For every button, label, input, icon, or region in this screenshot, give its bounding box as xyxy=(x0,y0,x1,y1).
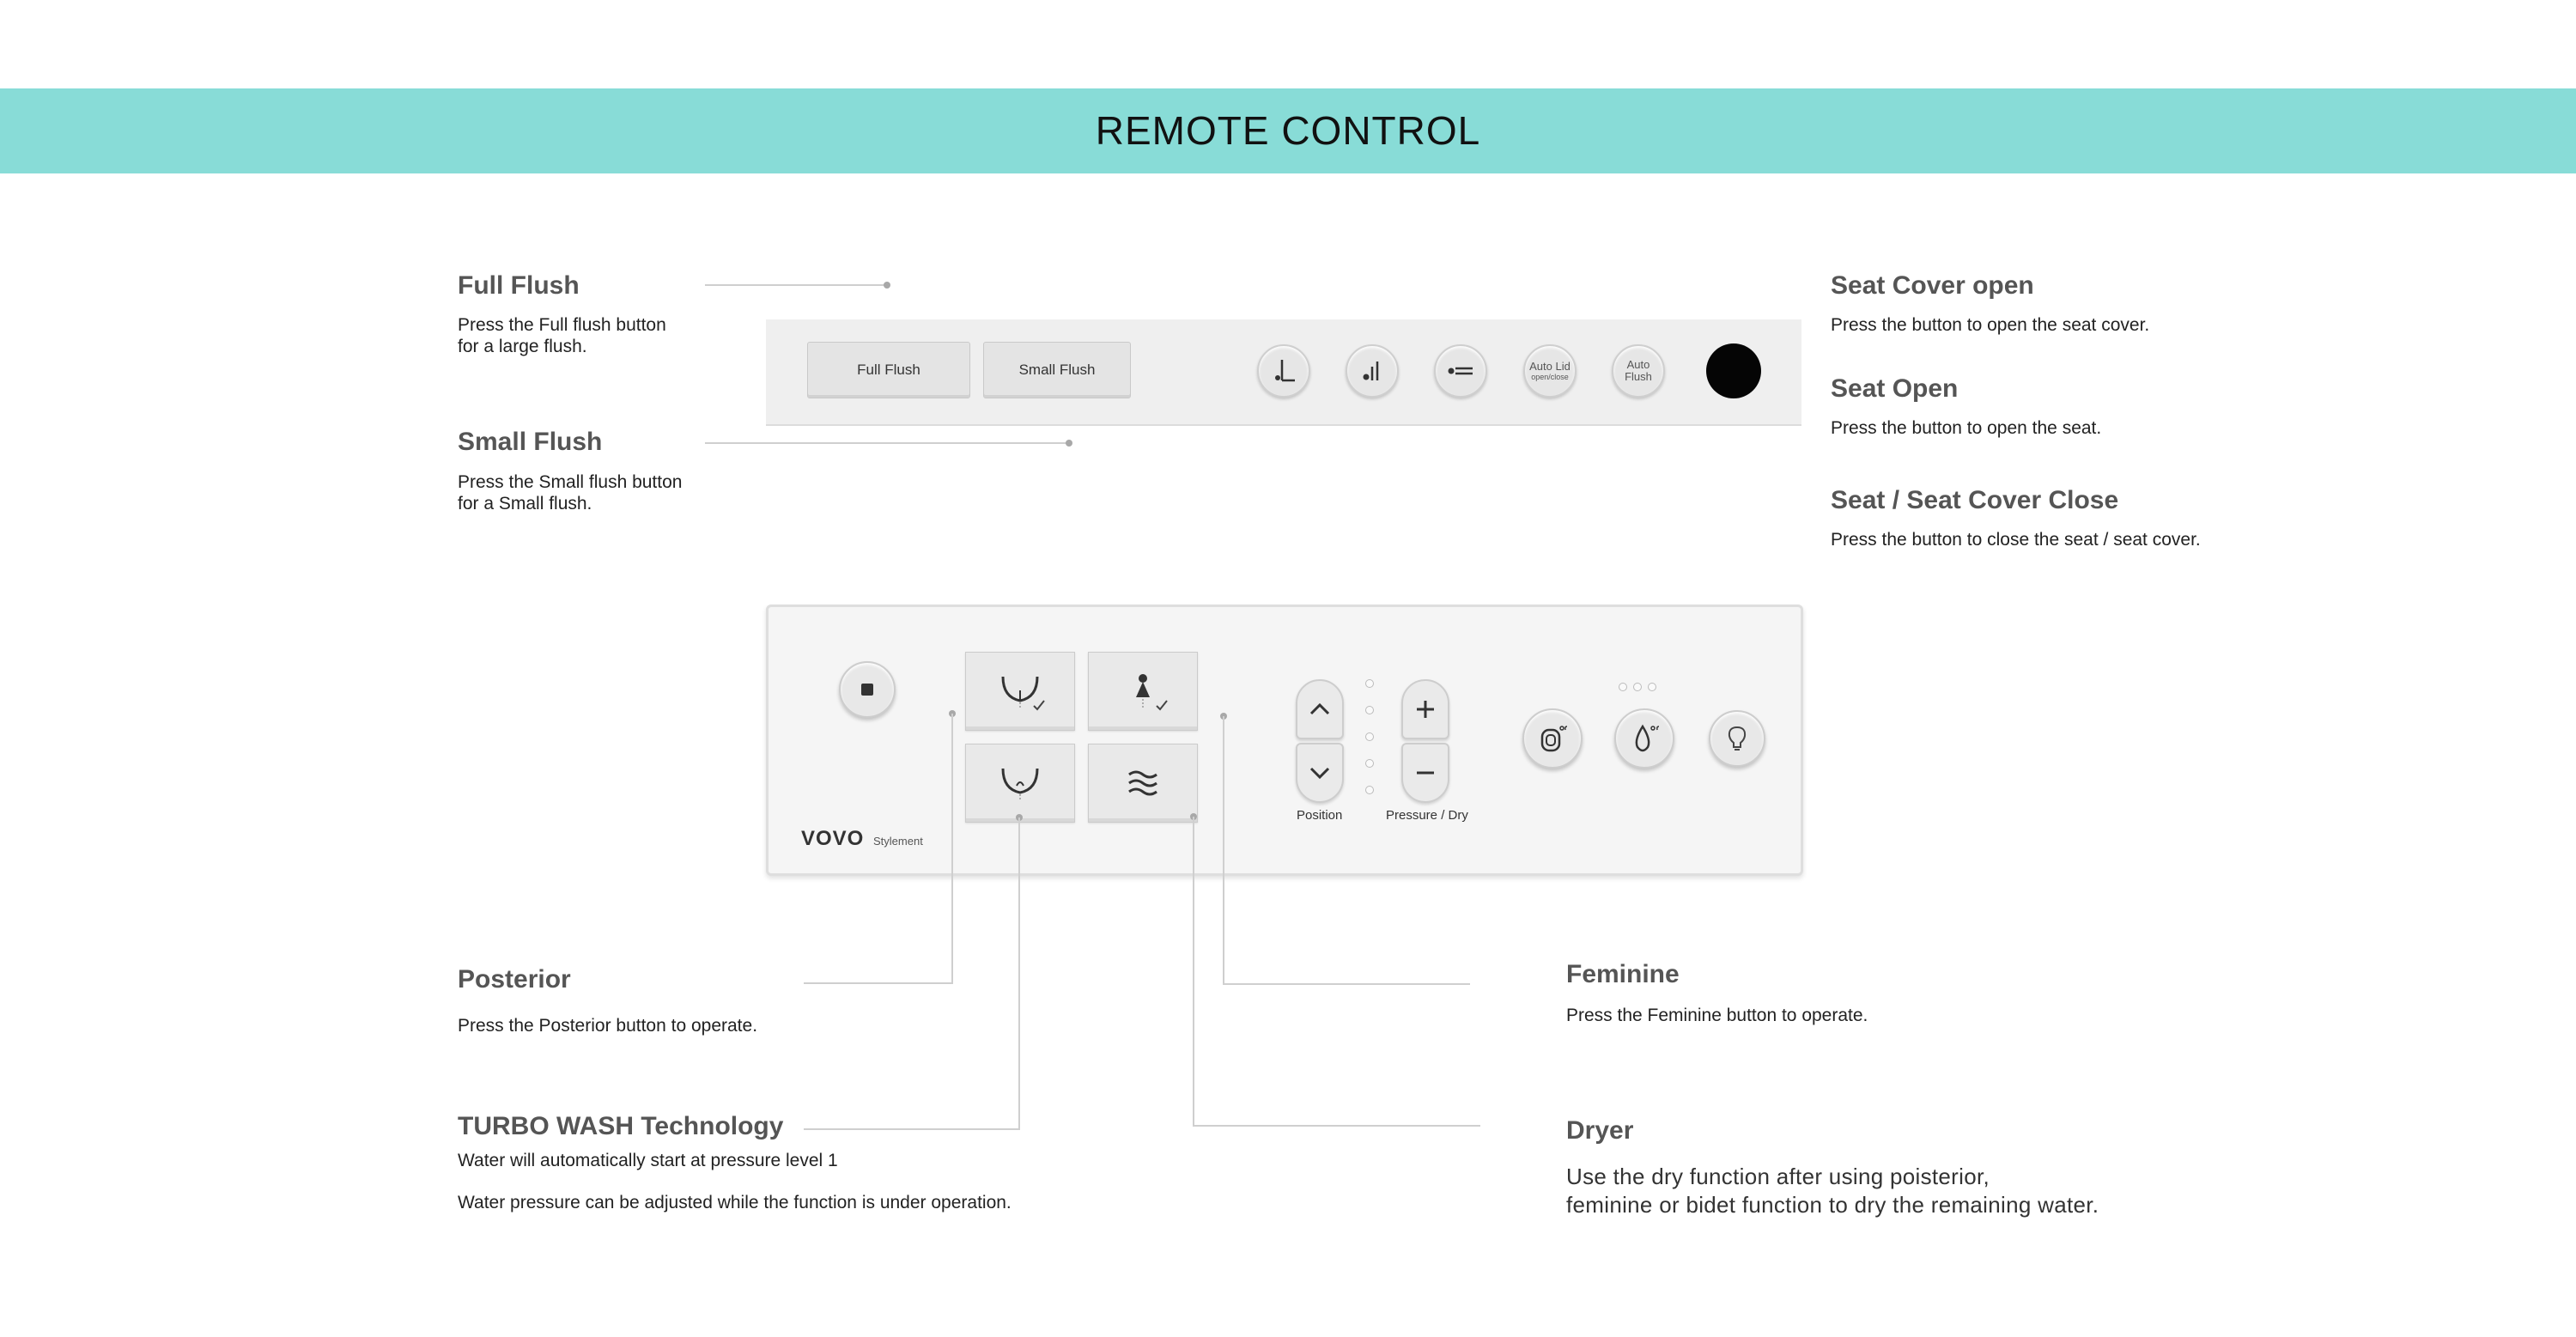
seat-cover-open-desc: Press the button to open the seat cover. xyxy=(1831,315,2150,335)
seat-close-desc: Press the button to close the seat / sea… xyxy=(1831,530,2201,550)
header-banner: REMOTE CONTROL xyxy=(0,88,2576,173)
pressure-up-button[interactable] xyxy=(1401,679,1449,739)
power-button[interactable] xyxy=(1706,343,1761,398)
chevron-up-icon xyxy=(1309,702,1330,715)
seat-close-heading: Seat / Seat Cover Close xyxy=(1831,486,2119,514)
small-flush-desc: Press the Small flush button for a Small… xyxy=(458,472,683,514)
feminine-button[interactable] xyxy=(1088,652,1198,731)
dryer-heading: Dryer xyxy=(1566,1116,1634,1145)
bidet-remote-panel: Position Pressure / Dry VOVO Stylement xyxy=(766,605,1803,876)
small-flush-leader-dot xyxy=(1066,440,1072,447)
turbo-leader-v xyxy=(1018,817,1020,1130)
pressure-down-button[interactable] xyxy=(1401,743,1449,803)
feminine-heading: Feminine xyxy=(1566,960,1680,988)
pressure-dry-label: Pressure / Dry xyxy=(1386,808,1468,823)
seat-temp-button[interactable] xyxy=(1522,708,1583,769)
posterior-desc: Press the Posterior button to operate. xyxy=(458,1016,758,1036)
posterior-leader-v xyxy=(951,714,953,984)
stop-button[interactable] xyxy=(839,661,896,718)
feminine-leader-h xyxy=(1223,983,1470,985)
full-flush-desc: Press the Full flush button for a large … xyxy=(458,315,666,356)
dryer-button[interactable] xyxy=(1088,744,1198,823)
dryer-icon xyxy=(1128,770,1157,796)
small-flush-heading: Small Flush xyxy=(458,428,603,456)
seat-cover-open-heading: Seat Cover open xyxy=(1831,271,2034,300)
plus-icon xyxy=(1417,701,1434,718)
turbo-leader-h xyxy=(804,1128,1020,1130)
water-temp-button[interactable] xyxy=(1614,708,1674,769)
level-led xyxy=(1365,786,1374,794)
dryer-desc: Use the dry function after using poister… xyxy=(1566,1164,2099,1218)
small-flush-button[interactable]: Small Flush xyxy=(983,342,1131,398)
auto-lid-button[interactable]: Auto Lid open/close xyxy=(1523,344,1577,398)
position-label: Position xyxy=(1297,808,1343,823)
auto-lid-label: Auto Lid xyxy=(1529,360,1571,373)
chevron-down-icon xyxy=(1309,767,1330,780)
auto-lid-text: Auto Lid open/close xyxy=(1529,360,1571,382)
seat-open-icon xyxy=(1363,362,1379,380)
posterior-heading: Posterior xyxy=(458,965,571,994)
feminine-icon xyxy=(1136,674,1168,711)
turbo-wash-icon xyxy=(1001,768,1039,801)
level-led xyxy=(1365,679,1374,688)
level-led xyxy=(1365,759,1374,768)
page-title: REMOTE CONTROL xyxy=(1095,108,1481,153)
position-up-button[interactable] xyxy=(1296,679,1344,739)
turbo-wash-desc-1: Water will automatically start at pressu… xyxy=(458,1151,838,1170)
dryer-leader-h xyxy=(1193,1125,1480,1127)
seat-close-icon xyxy=(1448,367,1473,375)
stop-icon xyxy=(861,684,873,696)
feminine-leader-v xyxy=(1223,716,1224,985)
seat-open-desc: Press the button to open the seat. xyxy=(1831,418,2102,438)
turbo-wash-heading: TURBO WASH Technology xyxy=(458,1112,784,1140)
water-temp-icon xyxy=(1635,724,1660,752)
seat-cover-open-button[interactable] xyxy=(1257,344,1310,398)
flush-remote-panel: Full Flush Small Flush Auto Lid open/clo… xyxy=(766,319,1801,426)
level-led xyxy=(1365,732,1374,741)
temp-led xyxy=(1633,683,1642,691)
posterior-button[interactable] xyxy=(965,652,1075,731)
seat-open-button[interactable] xyxy=(1346,344,1399,398)
position-down-button[interactable] xyxy=(1296,743,1344,803)
dryer-leader-v xyxy=(1193,817,1194,1127)
small-flush-leader xyxy=(705,442,1069,444)
posterior-icon xyxy=(1001,676,1045,711)
full-flush-leader xyxy=(705,284,887,286)
seat-close-button[interactable] xyxy=(1434,344,1487,398)
level-led xyxy=(1365,706,1374,714)
full-flush-leader-dot xyxy=(884,282,890,289)
brand-logo: VOVO xyxy=(801,827,865,850)
turbo-wash-desc-2: Water pressure can be adjusted while the… xyxy=(458,1193,1012,1212)
feminine-desc: Press the Feminine button to operate. xyxy=(1566,1006,1868,1025)
temp-led xyxy=(1619,683,1627,691)
full-flush-button[interactable]: Full Flush xyxy=(807,342,970,398)
auto-flush-button[interactable]: Auto Flush xyxy=(1612,344,1665,398)
seat-cover-open-icon xyxy=(1275,360,1295,382)
temp-led xyxy=(1648,683,1656,691)
full-flush-heading: Full Flush xyxy=(458,271,580,300)
posterior-leader-h xyxy=(804,982,953,984)
seat-temp-icon xyxy=(1540,726,1568,752)
turbo-wash-button[interactable] xyxy=(965,744,1075,823)
auto-lid-sublabel: open/close xyxy=(1531,373,1569,381)
night-light-icon xyxy=(1728,726,1747,751)
brand-subtitle: Stylement xyxy=(873,835,923,848)
night-light-button[interactable] xyxy=(1709,710,1765,767)
minus-icon xyxy=(1417,771,1434,775)
seat-open-heading: Seat Open xyxy=(1831,374,1959,403)
